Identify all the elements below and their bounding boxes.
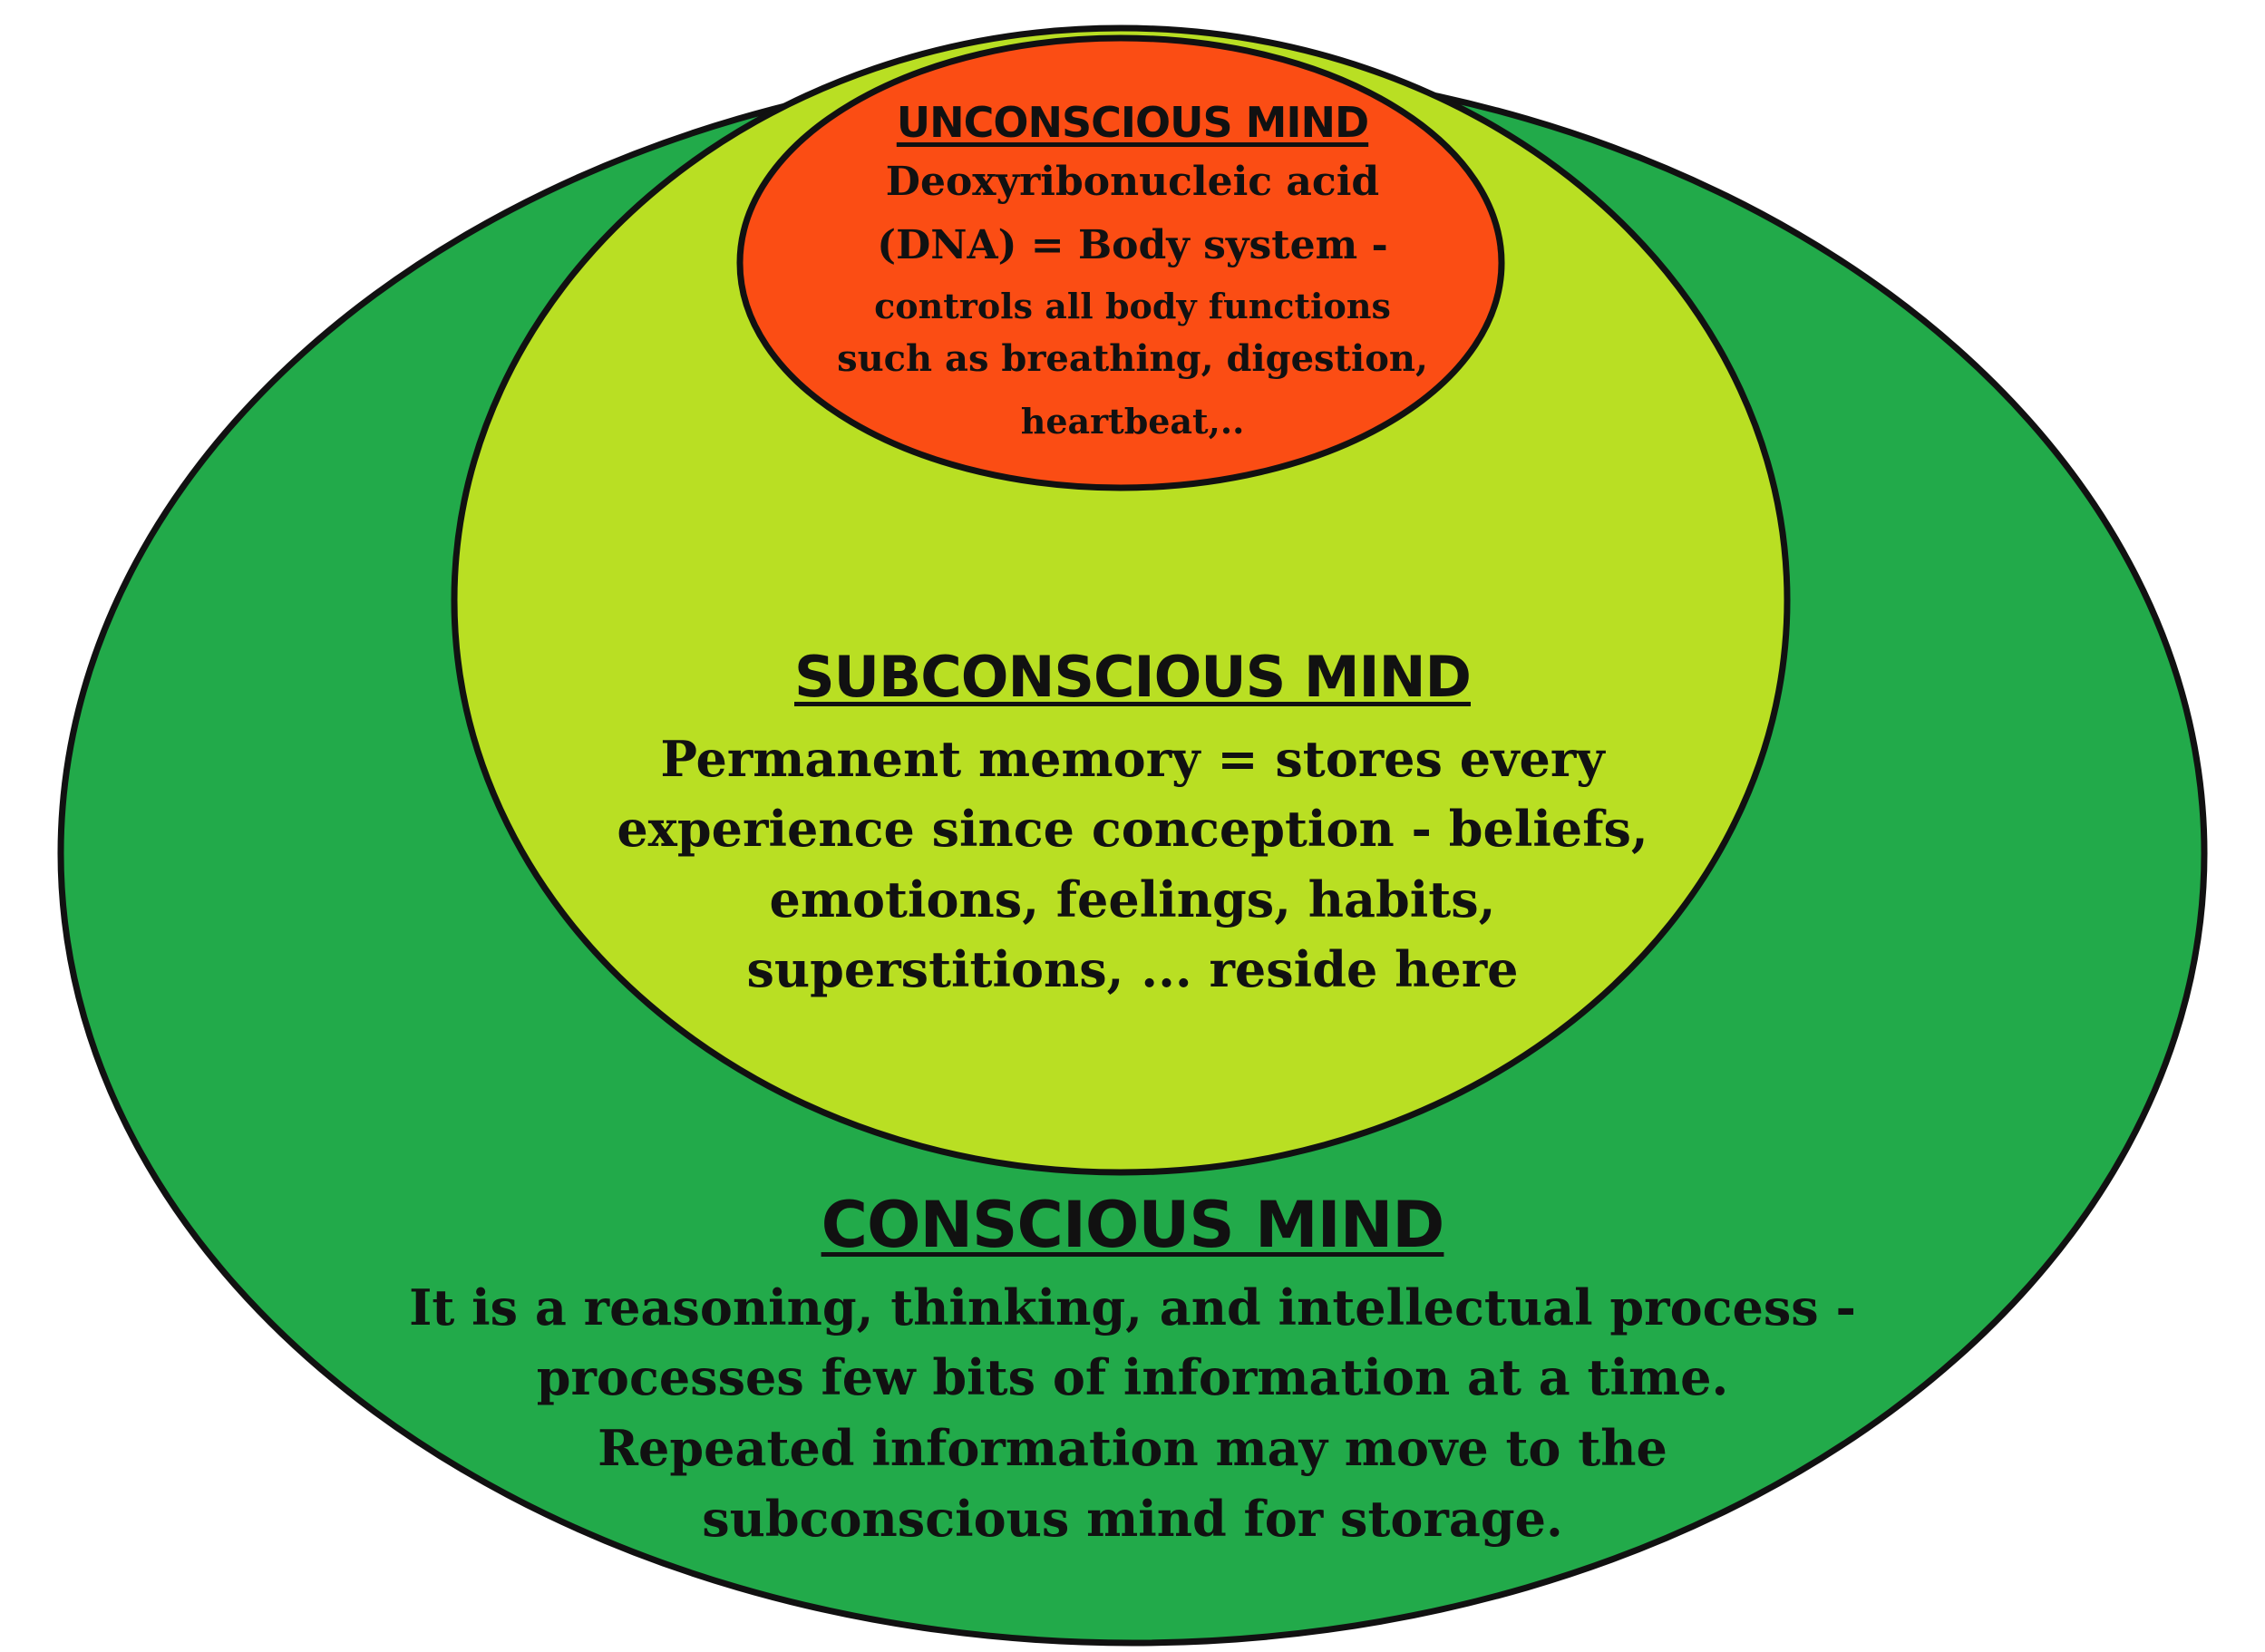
subconscious-line-2: experience since conception - beliefs,	[617, 800, 1648, 858]
unconscious-line-1: Deoxyribonucleic acid	[885, 159, 1380, 205]
conscious-line-4: subconscious mind for storage.	[702, 1490, 1563, 1548]
subconscious-mind-title: SUBCONSCIOUS MIND	[794, 644, 1472, 710]
subconscious-line-3: emotions, feelings, habits,	[769, 870, 1496, 928]
conscious-line-3: Repeated information may move to the	[598, 1419, 1667, 1477]
subconscious-line-4: superstitions, ... reside here	[746, 940, 1519, 998]
conscious-mind-title: CONSCIOUS MIND	[821, 1188, 1445, 1262]
unconscious-line-2: (DNA) = Body system -	[877, 222, 1388, 268]
subconscious-line-1: Permanent memory = stores every	[660, 730, 1605, 788]
unconscious-mind-title: UNCONSCIOUS MIND	[896, 98, 1369, 147]
conscious-line-1: It is a reasoning, thinking, and intelle…	[409, 1278, 1856, 1336]
unconscious-mind-ellipse	[736, 34, 1505, 491]
unconscious-line-3: controls all body functions	[874, 286, 1391, 326]
unconscious-line-4: such as breathing, digestion,	[837, 337, 1428, 380]
unconscious-line-5: heartbeat,..	[1020, 401, 1245, 442]
conscious-line-2: processes few bits of information at a t…	[536, 1348, 1729, 1406]
